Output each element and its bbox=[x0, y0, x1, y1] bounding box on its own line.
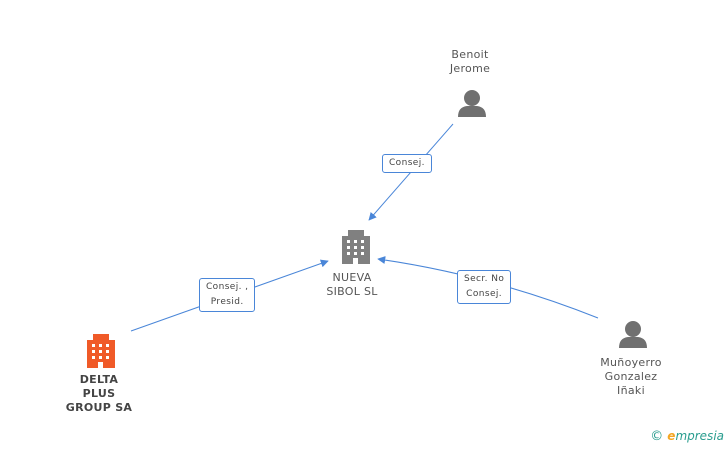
edge-label-line: Secr. No bbox=[464, 274, 505, 284]
copyright-symbol: © bbox=[650, 429, 664, 444]
building-icon bbox=[87, 334, 115, 368]
node-label-line: PLUS bbox=[82, 387, 116, 400]
edge-label-line: Consej. bbox=[466, 289, 503, 299]
edge-label-delta-nueva: Consej. , Presid. bbox=[199, 278, 256, 312]
building-icon bbox=[342, 230, 370, 264]
edge-label-munoyerro-nueva: Secr. No Consej. bbox=[457, 270, 512, 304]
node-label-line: NUEVA bbox=[332, 271, 372, 284]
node-label-line: GROUP SA bbox=[65, 401, 133, 414]
edge-label-line: Presid. bbox=[210, 297, 244, 307]
brand-name: mpresia bbox=[675, 429, 724, 443]
person-icon bbox=[458, 90, 486, 117]
edge-label-line: Consej. , bbox=[206, 282, 249, 292]
brand-initial: e bbox=[667, 429, 676, 443]
node-label-line: Benoit bbox=[451, 48, 489, 61]
edge-label-benoit-nueva: Consej. bbox=[382, 154, 432, 173]
node-label-munoyerro[interactable]: Muñoyerro Gonzalez Iñaki bbox=[588, 356, 674, 398]
node-label-line: SIBOL SL bbox=[326, 285, 378, 298]
node-label-delta-plus-group[interactable]: DELTA PLUS GROUP SA bbox=[52, 373, 146, 415]
node-label-line: Iñaki bbox=[617, 384, 645, 397]
node-label-line: Muñoyerro bbox=[600, 356, 662, 369]
person-icon bbox=[619, 321, 647, 348]
node-label-benoit-jerome[interactable]: Benoit Jerome bbox=[430, 48, 510, 76]
node-label-nueva-sibol[interactable]: NUEVA SIBOL SL bbox=[312, 271, 392, 299]
edge-label-line: Consej. bbox=[389, 158, 425, 168]
node-label-line: Jerome bbox=[449, 62, 491, 75]
node-label-line: Gonzalez bbox=[604, 370, 658, 383]
node-label-line: DELTA bbox=[79, 373, 119, 386]
empresia-logo[interactable]: ©empresia bbox=[650, 429, 724, 444]
